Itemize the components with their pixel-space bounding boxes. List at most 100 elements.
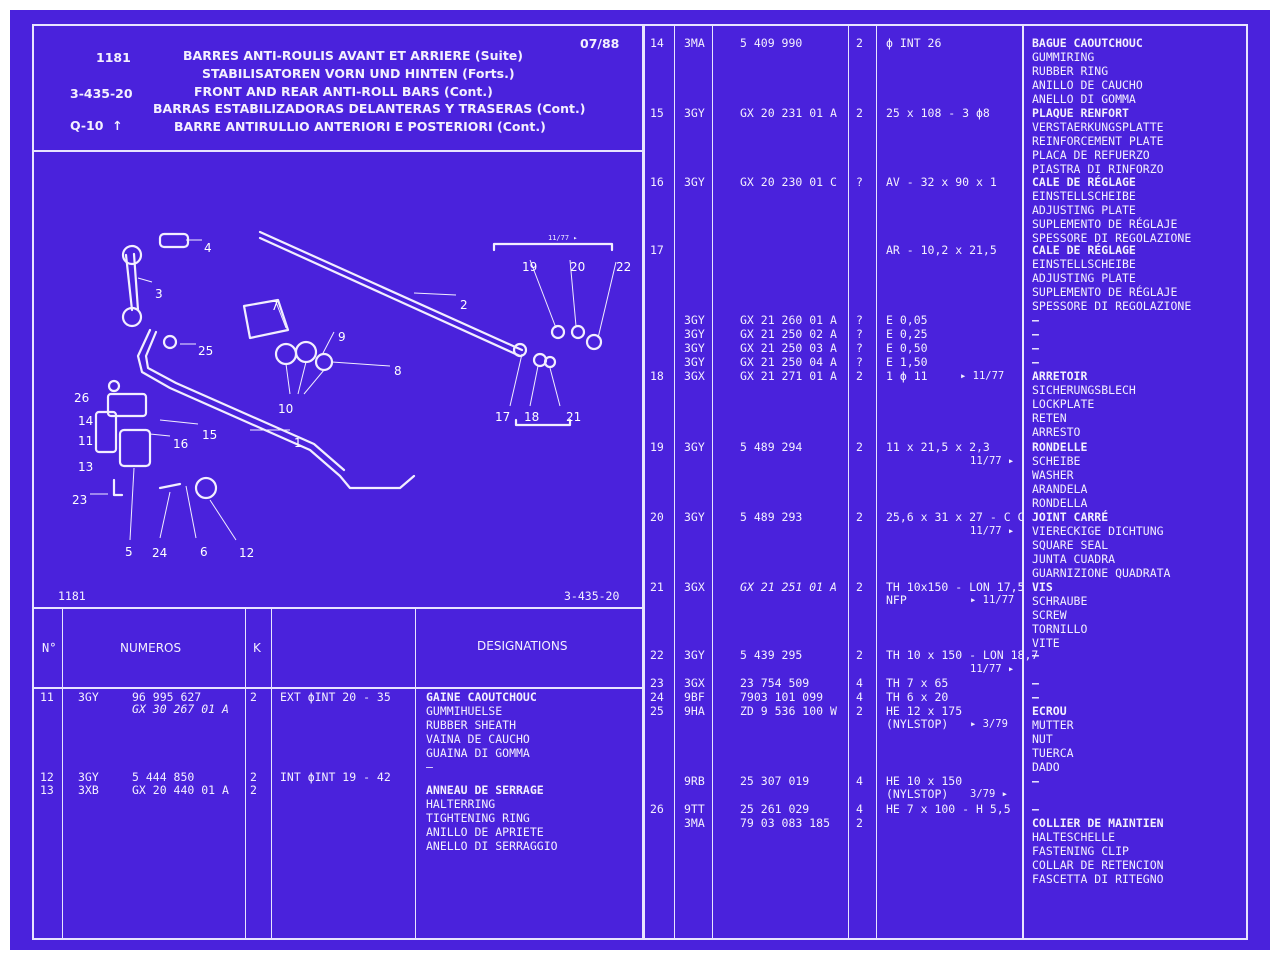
row-variant-tag: ▸ 11/77 bbox=[960, 370, 1005, 382]
row-designation: – bbox=[1032, 648, 1039, 662]
callout-number: 2 bbox=[460, 298, 468, 312]
row-make-code: 3GY bbox=[684, 355, 705, 369]
right-col-line bbox=[674, 24, 675, 940]
left-col-line bbox=[62, 609, 63, 938]
row-item-number: 13 bbox=[40, 783, 54, 797]
page-code: 1181 bbox=[96, 50, 131, 65]
row-spec: E 0,25 bbox=[886, 327, 928, 341]
arrow-up-icon: ↑ bbox=[107, 118, 123, 133]
row-item-number: 19 bbox=[650, 440, 664, 454]
callout-number: 5 bbox=[125, 545, 133, 559]
row-make-code: 3GX bbox=[684, 580, 705, 594]
row-designation: PLACA DE REFUERZO bbox=[1032, 147, 1150, 162]
row-spec: 25 x 108 - 3 ϕ8 bbox=[886, 106, 990, 120]
callout-number: 11 bbox=[78, 434, 94, 448]
figure-ref: 3-435-20 bbox=[564, 589, 620, 603]
col-head-numeros-text: NUMEROS bbox=[120, 641, 182, 655]
bracket-bottom bbox=[514, 418, 572, 427]
col-head-designations-text: DESIGNATIONS bbox=[477, 639, 568, 653]
row-designation: – bbox=[1032, 355, 1039, 369]
row-part-number: GX 30 267 01 A bbox=[132, 702, 229, 716]
col-head-num-text: N° bbox=[42, 641, 57, 655]
row-designation: ANILLO DE APRIETE bbox=[426, 825, 544, 839]
row-make-code: 3GY bbox=[684, 510, 705, 524]
row-spec: 11 x 21,5 x 2,3 bbox=[886, 440, 990, 454]
row-designation: VITE bbox=[1032, 635, 1060, 650]
row-part-number: 79 03 083 185 bbox=[740, 816, 831, 830]
row-designation: DADO bbox=[1032, 759, 1060, 774]
row-designation: ADJUSTING PLATE bbox=[1032, 202, 1136, 217]
row-designation: COLLIER DE MAINTIEN bbox=[1032, 816, 1164, 830]
col-head-k-text: K bbox=[253, 641, 261, 655]
bracket-top bbox=[492, 242, 614, 252]
row-part-number: 5 409 990 bbox=[740, 36, 803, 50]
row-item-number: 17 bbox=[650, 243, 664, 257]
row-spec: E 0,50 bbox=[886, 341, 928, 355]
row-designation: LOCKPLATE bbox=[1032, 396, 1095, 411]
row-item-number: 23 bbox=[650, 676, 664, 690]
row-designation: ECROU bbox=[1032, 704, 1067, 718]
callout-number: 15 bbox=[202, 428, 218, 442]
row-spec: TH 7 x 65 bbox=[886, 676, 949, 690]
col-head-num: N° bbox=[42, 642, 56, 654]
row-quantity: 2 bbox=[856, 648, 863, 662]
row-part-number: 23 754 509 bbox=[740, 676, 810, 690]
row-make-code: 3GY bbox=[684, 327, 705, 341]
date-code: 07/88 bbox=[580, 36, 620, 51]
row-item-number: 12 bbox=[40, 770, 54, 784]
row-quantity: ? bbox=[856, 175, 863, 189]
row-make-code: 3GY bbox=[78, 690, 99, 704]
row-spec: HE 12 x 175 bbox=[886, 704, 963, 718]
row-designation: SCHRAUBE bbox=[1032, 593, 1088, 608]
row-part-number: 5 489 293 bbox=[740, 510, 803, 524]
title-de: STABILISATOREN VORN UND HINTEN (Forts.) bbox=[202, 66, 515, 81]
row-designation: NUT bbox=[1032, 731, 1053, 746]
row-make-code: 3GX bbox=[684, 369, 705, 383]
row-designation: RUBBER SHEATH bbox=[426, 718, 517, 732]
row-quantity: 2 bbox=[856, 440, 863, 454]
figure-divider bbox=[32, 607, 642, 609]
row-item-number: 16 bbox=[650, 175, 664, 189]
link-rod bbox=[124, 253, 134, 312]
row-make-code: 3MA bbox=[684, 816, 705, 830]
panel-divider bbox=[642, 24, 645, 940]
row-make-code: 9RB bbox=[684, 774, 705, 788]
row-quantity: 2 bbox=[250, 770, 257, 784]
callout-number: 13 bbox=[78, 460, 94, 474]
row-designation: – bbox=[1032, 313, 1039, 327]
title-it: BARRE ANTIRULLIO ANTERIORI E POSTERIORI … bbox=[174, 119, 546, 134]
row-designation: GUMMIRING bbox=[1032, 49, 1095, 64]
row-item-number: 14 bbox=[650, 36, 664, 50]
row-quantity: 2 bbox=[856, 816, 863, 830]
row-part-number: GX 20 231 01 A bbox=[740, 106, 837, 120]
row-designation: JUNTA CUADRA bbox=[1032, 551, 1116, 566]
row-part-number: GX 21 250 03 A bbox=[740, 341, 837, 355]
left-col-line bbox=[245, 609, 246, 938]
row-quantity: 2 bbox=[856, 580, 863, 594]
callout-number: 21 bbox=[566, 410, 582, 424]
title-es: BARRAS ESTABILIZADORAS DELANTERAS Y TRAS… bbox=[153, 101, 586, 116]
row-make-code: 3GY bbox=[78, 770, 99, 784]
row-part-number: 5 489 294 bbox=[740, 440, 803, 454]
row-designation: ARRESTO bbox=[1032, 424, 1081, 439]
row-part-number: 25 307 019 bbox=[740, 774, 810, 788]
row-quantity: ? bbox=[856, 313, 863, 327]
callout-number: 26 bbox=[74, 391, 90, 405]
row-make-code: 3GY bbox=[684, 341, 705, 355]
row-item-number: 26 bbox=[650, 802, 664, 816]
row-variant-tag: 11/77 ▸ bbox=[970, 663, 1015, 675]
row-designation: RETEN bbox=[1032, 410, 1067, 425]
row-designation: BAGUE CAOUTCHOUC bbox=[1032, 36, 1143, 50]
row-item-number: 21 bbox=[650, 580, 664, 594]
right-col-line bbox=[876, 24, 877, 940]
sub-ref: Q-10 ↑ bbox=[70, 118, 123, 133]
exploded-parts-diagram bbox=[90, 230, 617, 541]
row-designation: ARRETOIR bbox=[1032, 369, 1088, 383]
row-make-code: 3MA bbox=[684, 36, 705, 50]
anti-roll-bar-rear bbox=[258, 230, 524, 352]
row-designation: SICHERUNGSBLECH bbox=[1032, 382, 1136, 397]
row-designation: – bbox=[1032, 676, 1039, 690]
row-spec: HE 10 x 150 bbox=[886, 774, 963, 788]
anti-roll-bar-main bbox=[136, 328, 416, 490]
row-quantity: 4 bbox=[856, 802, 863, 816]
